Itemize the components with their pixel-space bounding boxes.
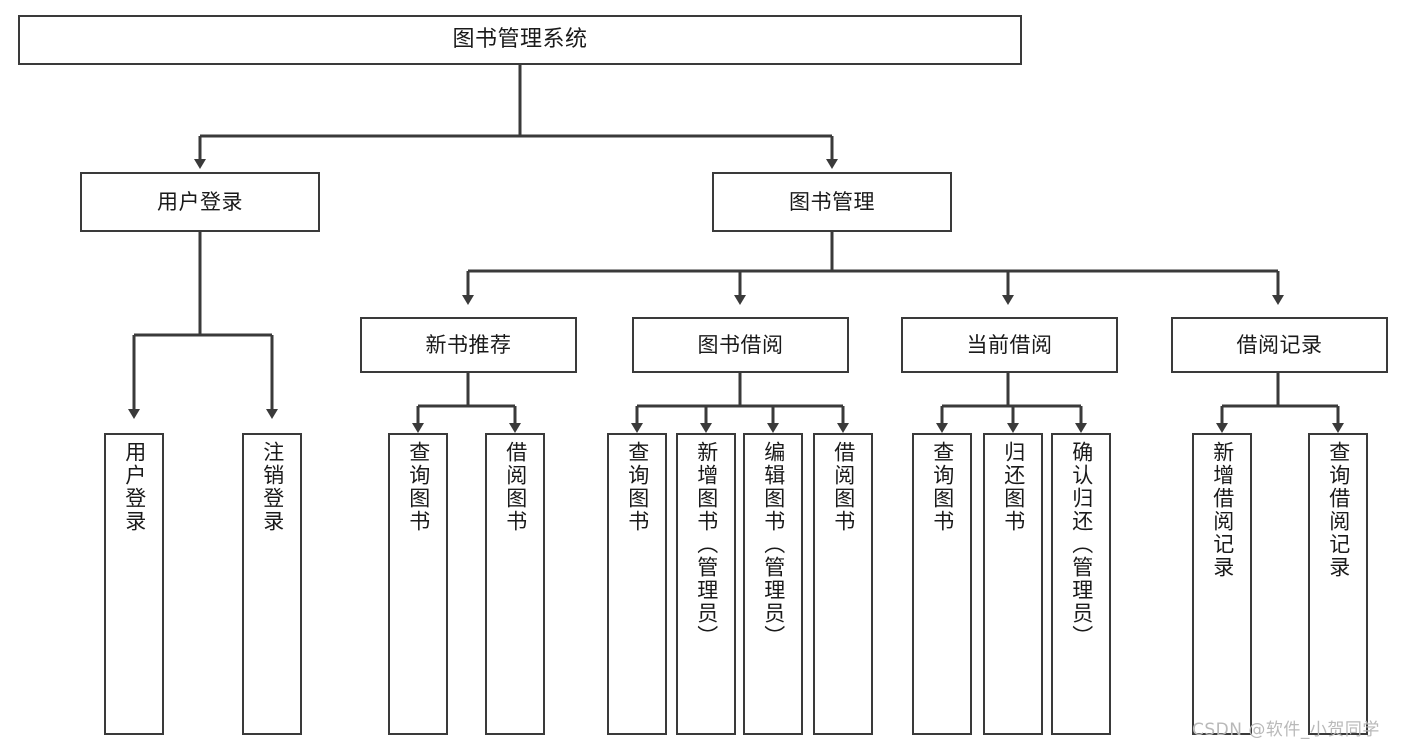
node-leaf-confirm-return-admin[interactable]: 确认归还（管理员） (1051, 433, 1111, 735)
node-label: 图书管理系统 (452, 27, 588, 53)
node-leaf-query-book-current[interactable]: 查询图书 (912, 433, 972, 735)
node-label: 当前借阅 (966, 332, 1053, 357)
node-book-borrow[interactable]: 图书借阅 (632, 317, 849, 373)
node-label: 图书借阅 (697, 332, 784, 357)
node-leaf-query-borrow-record[interactable]: 查询借阅记录 (1308, 433, 1368, 735)
node-label: 编辑图书（管理员） (761, 441, 786, 648)
node-new-book-recommend[interactable]: 新书推荐 (360, 317, 577, 373)
node-leaf-borrow-book[interactable]: 借阅图书 (813, 433, 873, 735)
node-label: 查询图书 (930, 441, 955, 533)
node-label: 确认归还（管理员） (1069, 441, 1094, 648)
node-label: 归还图书 (1001, 441, 1026, 533)
node-label: 新书推荐 (425, 332, 512, 357)
node-label: 新增借阅记录 (1210, 441, 1235, 579)
node-leaf-add-book-admin[interactable]: 新增图书（管理员） (676, 433, 736, 735)
node-leaf-query-book-recommend[interactable]: 查询图书 (388, 433, 448, 735)
node-leaf-logout[interactable]: 注销登录 (242, 433, 302, 735)
watermark-text: CSDN @软件_小贺同学 (1192, 720, 1380, 740)
node-leaf-add-borrow-record[interactable]: 新增借阅记录 (1192, 433, 1252, 735)
node-leaf-query-book-borrow[interactable]: 查询图书 (607, 433, 667, 735)
node-label: 新增图书（管理员） (694, 441, 719, 648)
node-leaf-edit-book-admin[interactable]: 编辑图书（管理员） (743, 433, 803, 735)
node-label: 图书管理 (789, 189, 875, 214)
node-user-login[interactable]: 用户登录 (80, 172, 320, 232)
node-book-management[interactable]: 图书管理 (712, 172, 952, 232)
node-label: 借阅记录 (1236, 332, 1323, 357)
node-label: 查询图书 (625, 441, 650, 533)
node-label: 借阅图书 (503, 441, 528, 533)
node-label: 查询图书 (406, 441, 431, 533)
node-label: 用户登录 (122, 441, 147, 533)
node-current-borrow[interactable]: 当前借阅 (901, 317, 1118, 373)
node-root-system[interactable]: 图书管理系统 (18, 15, 1022, 65)
node-borrow-record[interactable]: 借阅记录 (1171, 317, 1388, 373)
node-leaf-return-book[interactable]: 归还图书 (983, 433, 1043, 735)
node-leaf-user-login[interactable]: 用户登录 (104, 433, 164, 735)
node-leaf-borrow-book-recommend[interactable]: 借阅图书 (485, 433, 545, 735)
node-label: 用户登录 (157, 189, 243, 214)
node-label: 注销登录 (260, 441, 285, 533)
node-label: 查询借阅记录 (1326, 441, 1351, 579)
node-label: 借阅图书 (831, 441, 856, 533)
